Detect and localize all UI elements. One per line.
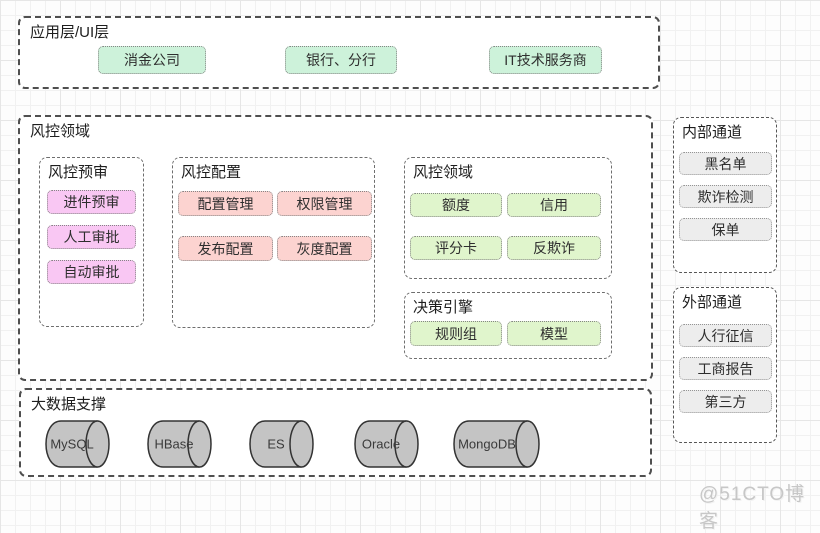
db-label-mongodb: MongoDB xyxy=(458,437,516,452)
big-data-box: 大数据支撑 MySQL HBase ES Oracle MongoDB xyxy=(19,388,652,477)
risk-domain-title: 风控领域 xyxy=(30,123,91,140)
pre-review-chip-auto: 自动审批 xyxy=(47,260,136,284)
database-cylinder-hbase: HBase xyxy=(147,420,212,468)
app-ui-layer-title: 应用层/UI层 xyxy=(30,24,110,41)
internal-chip-policy: 保单 xyxy=(679,218,772,241)
pre-review-section: 风控预审 进件预审 人工审批 自动审批 xyxy=(39,157,144,327)
external-chip-business-report: 工商报告 xyxy=(679,357,772,380)
risk-config-title: 风控配置 xyxy=(181,164,242,181)
db-label-es: ES xyxy=(267,437,285,452)
external-channel-title: 外部通道 xyxy=(682,294,743,311)
external-chip-pboc-credit: 人行征信 xyxy=(679,324,772,347)
database-cylinder-mysql: MySQL xyxy=(45,420,110,468)
external-chip-third-party: 第三方 xyxy=(679,390,772,413)
app-layer-chip-it-service: IT技术服务商 xyxy=(489,46,602,74)
database-cylinder-es: ES xyxy=(249,420,314,468)
decision-engine-title: 决策引擎 xyxy=(413,299,474,316)
risk-inner-domain-title: 风控领域 xyxy=(413,164,474,181)
engine-chip-model: 模型 xyxy=(507,321,601,346)
domain-chip-scorecard: 评分卡 xyxy=(410,236,502,260)
pre-review-chip-intake: 进件预审 xyxy=(47,190,136,214)
risk-domain-box: 风控领域 风控预审 进件预审 人工审批 自动审批 风控配置 配置管理 权限管理 … xyxy=(18,115,653,381)
risk-inner-domain-section: 风控领域 额度 信用 评分卡 反欺诈 xyxy=(404,157,612,279)
domain-chip-quota: 额度 xyxy=(410,193,502,217)
internal-chip-fraud-detect: 欺诈检测 xyxy=(679,185,772,208)
watermark-51cto: @51CTO博客 xyxy=(699,484,806,532)
app-layer-chip-consumer-finance: 消金公司 xyxy=(98,46,206,74)
domain-chip-credit: 信用 xyxy=(507,193,601,217)
database-cylinder-oracle: Oracle xyxy=(354,420,419,468)
db-label-oracle: Oracle xyxy=(362,437,400,452)
db-label-mysql: MySQL xyxy=(50,437,93,452)
big-data-title: 大数据支撑 xyxy=(31,396,107,413)
decision-engine-section: 决策引擎 规则组 模型 xyxy=(404,292,612,359)
external-channel-box: 外部通道 人行征信 工商报告 第三方 xyxy=(673,287,777,443)
db-label-hbase: HBase xyxy=(154,437,193,452)
database-cylinder-mongodb: MongoDB xyxy=(453,420,540,468)
config-chip-perm-mgmt: 权限管理 xyxy=(277,191,372,216)
risk-config-section: 风控配置 配置管理 权限管理 发布配置 灰度配置 xyxy=(172,157,375,328)
pre-review-title: 风控预审 xyxy=(48,164,109,181)
internal-chip-blacklist: 黑名单 xyxy=(679,152,772,175)
internal-channel-box: 内部通道 黑名单 欺诈检测 保单 xyxy=(673,117,777,273)
internal-channel-title: 内部通道 xyxy=(682,124,743,141)
engine-chip-rule-group: 规则组 xyxy=(410,321,502,346)
domain-chip-antifraud: 反欺诈 xyxy=(507,236,601,260)
config-chip-gray: 灰度配置 xyxy=(277,236,372,261)
config-chip-config-mgmt: 配置管理 xyxy=(178,191,273,216)
config-chip-release: 发布配置 xyxy=(178,236,273,261)
app-layer-chip-bank-branch: 银行、分行 xyxy=(285,46,397,74)
app-ui-layer-box: 应用层/UI层 消金公司 银行、分行 IT技术服务商 xyxy=(18,16,660,89)
pre-review-chip-manual: 人工审批 xyxy=(47,225,136,249)
